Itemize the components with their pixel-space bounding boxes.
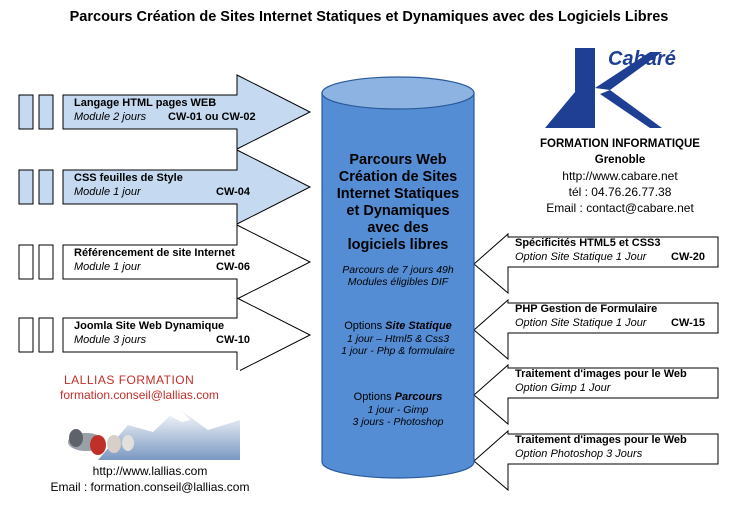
left-arrow-2 xyxy=(62,149,312,225)
module-duration: Option Gimp 1 Jour xyxy=(515,382,611,394)
module-code: CW-15 xyxy=(671,317,706,329)
left-square-3-1 xyxy=(18,244,34,280)
cylinder-options-parcours: Options Parcours 1 jour - Gimp 3 jours -… xyxy=(352,391,444,428)
left-arrow-1 xyxy=(62,74,312,150)
module-duration: Option Site Statique 1 Jour xyxy=(515,317,647,329)
left-square-1-2 xyxy=(38,94,54,130)
module-title: CSS feuilles de Style xyxy=(74,172,183,184)
module-title: PHP Gestion de Formulaire xyxy=(515,303,658,315)
right-arrow-3 xyxy=(473,363,719,426)
module-duration: Module 1 jour xyxy=(74,261,141,273)
module-code: CW-20 xyxy=(671,251,706,263)
module-title: Langage HTML pages WEB xyxy=(74,97,217,109)
module-duration: Option Site Statique 1 Jour xyxy=(515,251,647,263)
page-title: Parcours Création de Sites Internet Stat… xyxy=(69,9,669,25)
cabare-logo-text: Cabaré xyxy=(608,48,676,70)
module-title: Référencement de site Internet xyxy=(74,247,235,259)
right-arrow-4 xyxy=(473,429,719,492)
cabare-info: FORMATION INFORMATIQUE Grenoble http://w… xyxy=(540,138,700,215)
cylinder-title: Parcours Web Création de Sites Internet … xyxy=(336,152,460,253)
left-square-4-2 xyxy=(38,317,54,353)
left-square-1-1 xyxy=(18,94,34,130)
module-duration: Module 1 jour xyxy=(74,186,141,198)
module-code: CW-04 xyxy=(216,186,251,198)
right-arrow-1 xyxy=(473,232,719,295)
cylinder-subtitle: Parcours de 7 jours 49h Modules éligible… xyxy=(342,264,454,288)
left-arrow-4 xyxy=(62,297,312,373)
lallias-logo-name: LALLIAS FORMATION xyxy=(64,373,195,387)
left-module-1: Langage HTML pages WEB Module 2 jours CW-0… xyxy=(74,96,274,124)
left-square-3-2 xyxy=(38,244,54,280)
left-square-2-1 xyxy=(18,169,34,205)
left-square-2-2 xyxy=(38,169,54,205)
module-title: Spécificités HTML5 et CSS3 xyxy=(515,237,661,249)
module-duration: Module 2 jours xyxy=(74,111,147,123)
module-title: Traitement d'images pour le Web xyxy=(515,434,687,446)
module-title: Traitement d'images pour le Web xyxy=(515,368,687,380)
module-title: Joomla Site Web Dynamique xyxy=(74,320,225,332)
central-cylinder xyxy=(321,76,475,479)
left-square-4-1 xyxy=(18,317,34,353)
right-arrow-2 xyxy=(473,298,719,361)
lallias-logo: LALLIAS FORMATION formation.conseil@lall… xyxy=(58,370,240,460)
cabare-logo xyxy=(545,48,662,128)
lallias-logo-email: formation.conseil@lallias.com xyxy=(60,388,219,402)
module-duration: Option Photoshop 3 Jours xyxy=(515,448,643,460)
left-arrow-3 xyxy=(62,224,312,300)
module-code: CW-01 ou CW-02 xyxy=(168,111,256,123)
cylinder-options-static: Options Site Statique 1 jour – Html5 & C… xyxy=(341,320,455,357)
module-code: CW-06 xyxy=(216,261,251,273)
lallias-info: http://www.lallias.com Email : formation… xyxy=(50,464,250,494)
module-code: CW-10 xyxy=(216,334,251,346)
module-duration: Module 3 jours xyxy=(74,334,147,346)
